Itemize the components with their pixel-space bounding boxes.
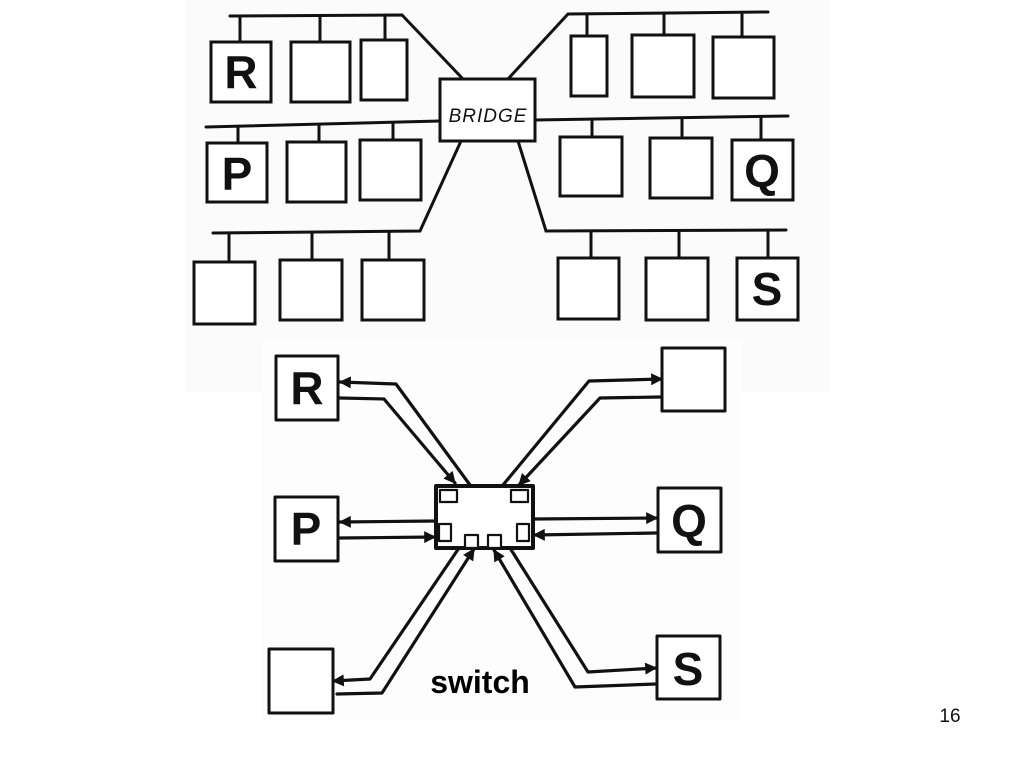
lan-middle-right: Q <box>533 114 795 202</box>
link-to-bottom-left-arrow <box>331 546 461 687</box>
lan-bus-line <box>228 13 465 81</box>
host-box <box>569 34 609 98</box>
link-to-p-arrow <box>338 515 438 528</box>
host-box <box>711 35 776 100</box>
host-box <box>358 138 423 202</box>
host-box <box>289 40 352 104</box>
host-box <box>660 346 727 413</box>
host-r-bottom <box>274 354 340 422</box>
host-p-top-label: P <box>222 148 253 200</box>
lan-lower-right: S <box>516 139 800 322</box>
host-s-bottom <box>655 634 722 701</box>
lan-bus-line <box>533 114 790 122</box>
host-s-bottom-label: S <box>673 643 704 695</box>
host-box <box>644 256 710 322</box>
link-from-q-arrow <box>532 528 658 541</box>
host-box <box>556 256 621 321</box>
link-from-s-arrow <box>492 548 658 689</box>
link-from-p-arrow <box>338 531 437 544</box>
host-r-bottom-label: R <box>290 362 323 414</box>
bridge-box <box>438 77 537 143</box>
host-box <box>267 647 335 715</box>
lan-bus-line <box>516 139 788 233</box>
bridge-diagram: R P <box>192 10 800 326</box>
host-box <box>192 260 257 326</box>
link-from-bottom-left-arrow <box>335 547 476 696</box>
switch-port <box>463 533 480 550</box>
host-box <box>648 136 714 200</box>
lan-upper-right <box>506 10 776 100</box>
lan-lower-left <box>192 139 463 326</box>
link-top-right <box>501 373 664 487</box>
switch-port <box>438 488 459 504</box>
bridge-label: BRIDGE <box>449 106 528 127</box>
host-q-top <box>730 138 795 202</box>
host-q-top-label: Q <box>744 145 780 197</box>
link-p <box>338 515 438 544</box>
switch-port <box>515 522 531 543</box>
switch-caption: switch <box>430 664 530 700</box>
host-p-bottom <box>273 495 340 563</box>
link-from-top-right-arrow <box>517 395 662 487</box>
switch-port <box>437 522 453 543</box>
link-to-r-arrow <box>338 376 472 487</box>
link-s <box>492 546 658 689</box>
link-to-s-arrow <box>508 546 658 675</box>
host-r-top-label: R <box>224 46 257 98</box>
switch-port <box>509 488 530 504</box>
lan-bus-line <box>204 119 442 129</box>
host-p-top <box>205 141 269 204</box>
switch-port <box>486 533 503 550</box>
lan-bus-line <box>506 10 770 81</box>
link-bottom-left <box>331 546 476 696</box>
host-p-bottom-label: P <box>291 503 322 555</box>
switch-diagram: R P Q S <box>267 346 727 715</box>
host-box <box>360 258 426 322</box>
link-to-top-right-arrow <box>501 373 664 487</box>
link-from-r-arrow <box>338 396 457 485</box>
host-s-top-label: S <box>752 263 783 315</box>
host-box <box>359 38 409 102</box>
host-box <box>278 258 344 322</box>
slide-number: 16 <box>939 706 961 727</box>
host-q-bottom <box>656 486 723 554</box>
host-box <box>285 140 348 204</box>
lan-bus-line <box>211 139 463 235</box>
host-box <box>558 135 624 198</box>
link-to-q-arrow <box>531 512 659 525</box>
host-q-bottom-label: Q <box>671 495 707 547</box>
link-q <box>531 512 659 541</box>
host-s-top <box>735 256 800 322</box>
host-r-top <box>209 40 273 104</box>
lan-middle-left: P <box>204 119 442 204</box>
host-box <box>630 33 696 99</box>
link-r <box>338 376 472 487</box>
lan-upper-left: R <box>209 13 465 104</box>
switch-ports <box>437 488 531 550</box>
